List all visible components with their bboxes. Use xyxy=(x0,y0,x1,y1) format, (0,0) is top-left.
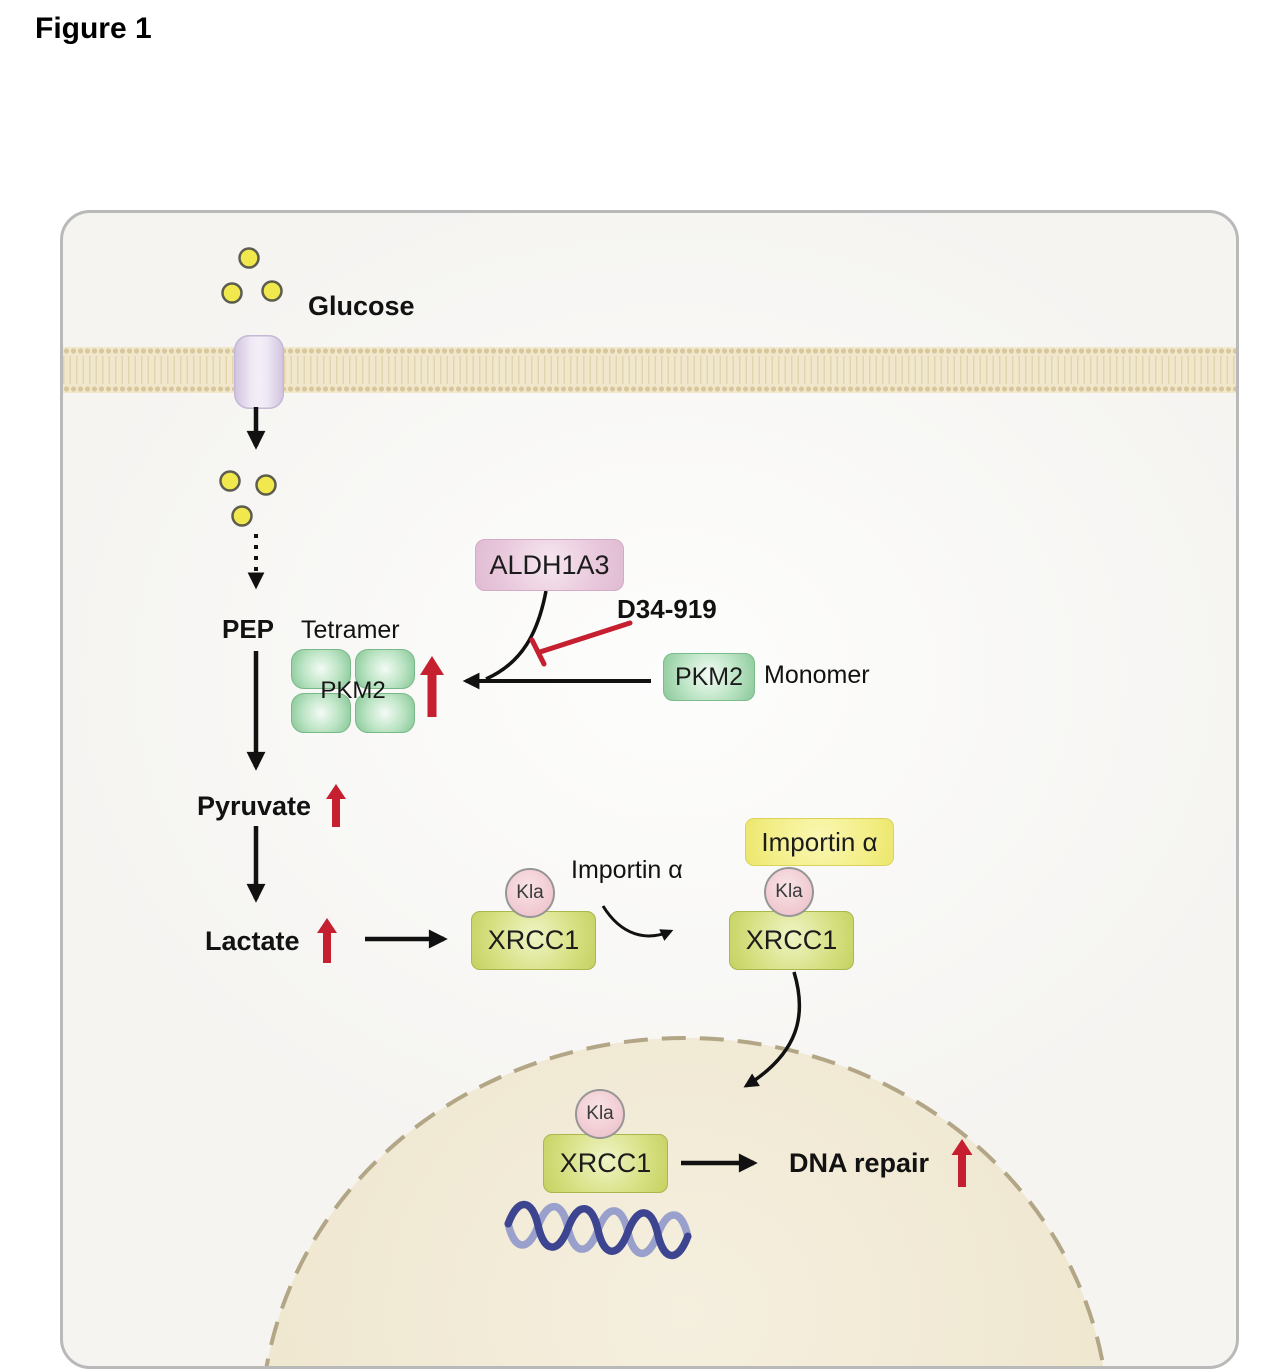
pkm2-subunit xyxy=(291,649,351,689)
importin-alpha-box: Importin α xyxy=(745,818,894,866)
pep-label: PEP xyxy=(222,614,275,644)
glucose-transporter xyxy=(234,335,284,409)
aldh1a3-box: ALDH1A3 xyxy=(475,539,624,591)
nucleus-envelope xyxy=(264,1036,1106,1366)
kla-badge-cytoplasm: Kla xyxy=(505,868,555,918)
d34-919-label: D34-919 xyxy=(617,594,717,624)
lactate-label: Lactate xyxy=(205,926,300,956)
pkm2-subunit xyxy=(355,693,415,733)
pkm2-subunit xyxy=(291,693,351,733)
xrcc1-box-cytoplasm: XRCC1 xyxy=(471,911,596,970)
cell-body xyxy=(60,210,1239,1369)
pyruvate-label: Pyruvate xyxy=(197,791,312,821)
kla-badge-nucleus: Kla xyxy=(575,1089,625,1139)
pkm2-tetramer-label: PKM2 xyxy=(320,677,386,704)
tetramer-label: Tetramer xyxy=(301,616,400,644)
xrcc1-box-nucleus: XRCC1 xyxy=(543,1134,668,1193)
pkm2-subunit xyxy=(355,649,415,689)
glucose-label: Glucose xyxy=(308,291,415,321)
pkm2-monomer-box: PKM2 xyxy=(663,653,755,701)
xrcc1-box-importin-bound: XRCC1 xyxy=(729,911,854,970)
dna-repair-label: DNA repair xyxy=(789,1148,930,1178)
importin-alpha-label: Importin α xyxy=(571,856,683,884)
pkm2-tetramer: PKM2 xyxy=(291,649,415,733)
monomer-label: Monomer xyxy=(764,661,870,689)
kla-badge-importin: Kla xyxy=(764,867,814,917)
figure-title: Figure 1 xyxy=(35,12,152,45)
